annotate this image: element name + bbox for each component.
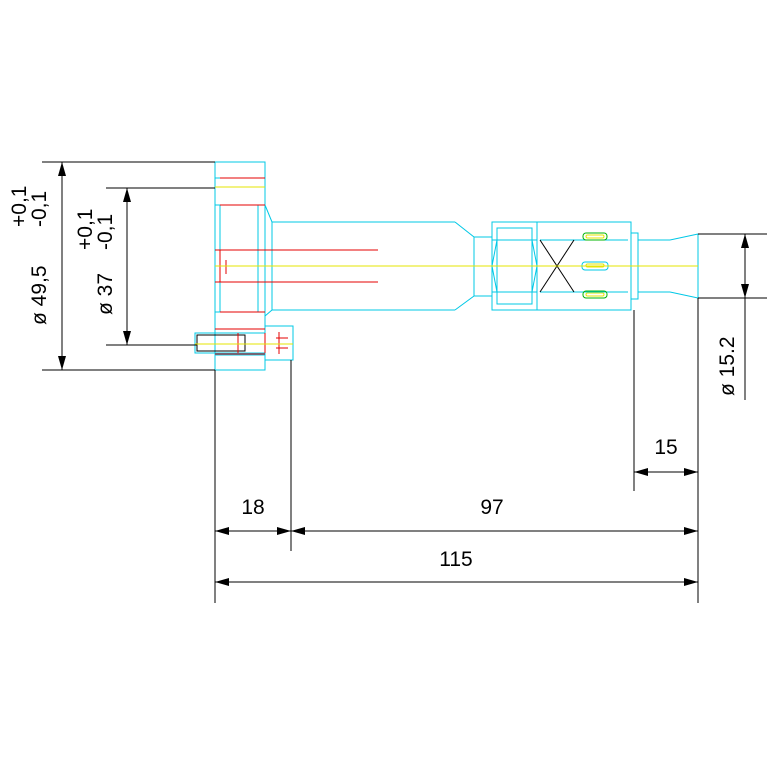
inner-diameter-label: ø 37 (94, 273, 117, 315)
outer-diameter-tol-lower: -0,1 (28, 191, 51, 227)
tip-diameter-label: ø 15.2 (716, 336, 739, 396)
inner-diameter-tol-upper: +0,1 (74, 209, 97, 250)
inner-diameter-tol-lower: -0,1 (94, 214, 117, 250)
set-screw (194, 325, 294, 361)
pin-bottom (582, 290, 608, 299)
centerlines (195, 186, 698, 345)
body-length-label: 97 (480, 496, 503, 519)
outer-diameter-label: ø 49,5 (28, 265, 51, 325)
outer-diameter-tol-upper: +0,1 (8, 186, 31, 227)
dimension-lines (42, 161, 767, 603)
total-length-label: 115 (439, 548, 472, 571)
pin-top (582, 232, 608, 241)
tip-length-label: 15 (654, 436, 677, 459)
dimension-labels: ø 49,5 +0,1 -0,1 ø 37 +0,1 -0,1 ø 15.2 1… (8, 186, 739, 571)
internal-lines (215, 177, 378, 313)
flange-length-label: 18 (241, 496, 264, 519)
